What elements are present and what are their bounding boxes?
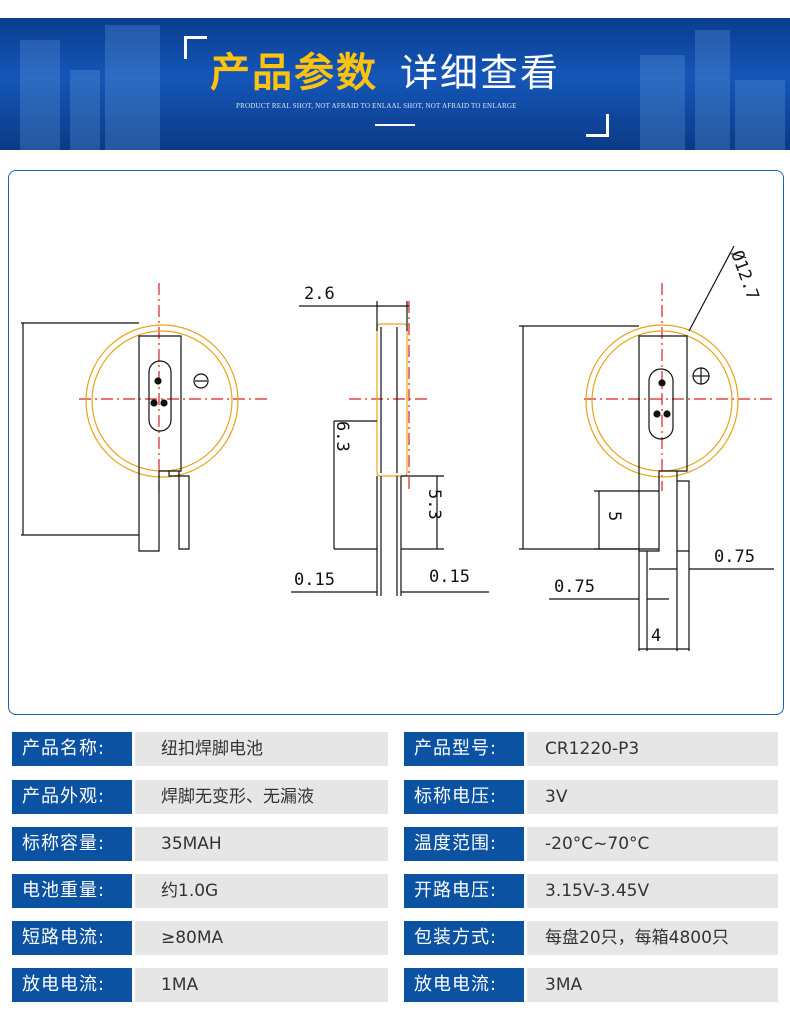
spec-value: 3MA — [527, 968, 778, 1002]
spec-value: 纽扣焊脚电池 — [135, 732, 388, 766]
back-pin-length-label: 5 — [604, 511, 624, 521]
spec-label: 放电电流: — [12, 968, 132, 1002]
spec-value: 3.15V-3.45V — [527, 874, 778, 908]
spec-label: 标称容量: — [12, 827, 132, 861]
back-diameter-label: Ø12.7 — [726, 248, 762, 303]
side-top-width-label: 2.6 — [304, 284, 335, 304]
skyline-building — [20, 40, 60, 150]
side-pin-short-label: 5.3 — [424, 489, 444, 520]
spec-label: 标称电压: — [404, 780, 524, 814]
spec-label: 开路电压: — [404, 874, 524, 908]
side-pin-thickness-left-label: 0.15 — [294, 570, 335, 590]
spec-row: 标称容量: 35MAH 温度范围: -20°C~70°C — [0, 827, 790, 861]
spec-value: 1MA — [135, 968, 388, 1002]
spec-value: 焊脚无变形、无漏液 — [135, 780, 388, 814]
back-pitch-label: 4 — [651, 626, 661, 646]
spec-row: 产品外观: 焊脚无变形、无漏液 标称电压: 3V — [0, 780, 790, 814]
spec-row: 短路电流: ≥80MA 包装方式: 每盘20只，每箱4800只 — [0, 921, 790, 955]
corner-bracket-bottom-right — [586, 114, 609, 137]
spec-label: 产品名称: — [12, 732, 132, 766]
spec-value: 每盘20只，每箱4800只 — [527, 921, 778, 955]
spec-label: 产品外观: — [12, 780, 132, 814]
page-title-highlight: 产品参数 — [210, 50, 378, 96]
page-subtitle: PRODUCT REAL SHOT, NOT AFRAID TO ENLAAL … — [236, 102, 517, 110]
spec-value: 35MAH — [135, 827, 388, 861]
corner-bracket-top-left — [184, 36, 207, 59]
spec-label: 电池重量: — [12, 874, 132, 908]
spec-value: 3V — [527, 780, 778, 814]
page-title-rest: 详细查看 — [400, 51, 561, 95]
back-view: Ø12.7 19 5 0.75 0.75 4 — [519, 245, 774, 651]
skyline-building — [105, 25, 160, 150]
spec-value: 约1.0G — [135, 874, 388, 908]
spec-label: 包装方式: — [404, 921, 524, 955]
spec-value: CR1220-P3 — [527, 732, 778, 766]
back-pin-width-left-label: 0.75 — [554, 577, 595, 597]
spec-label: 放电电流: — [404, 968, 524, 1002]
side-pin-thickness-right-label: 0.15 — [429, 567, 470, 587]
front-view: 18 — [21, 283, 271, 552]
skyline-building — [735, 80, 785, 150]
spec-label: 产品型号: — [404, 732, 524, 766]
side-pin-long-label: 6.3 — [332, 421, 352, 452]
dimension-drawing: 18 2.6 6.3 — [21, 245, 774, 651]
spec-value: -20°C~70°C — [527, 827, 778, 861]
skyline-building — [695, 30, 730, 150]
header-banner: 产品参数 详细查看 PRODUCT REAL SHOT, NOT AFRAID … — [0, 18, 790, 150]
side-view: 2.6 6.3 5.3 0.15 0.15 — [291, 284, 489, 596]
title-underline — [375, 124, 415, 126]
back-pin-width-right-label: 0.75 — [714, 547, 755, 567]
skyline-building — [640, 55, 685, 150]
spec-label: 温度范围: — [404, 827, 524, 861]
spec-value: ≥80MA — [135, 921, 388, 955]
spec-row: 电池重量: 约1.0G 开路电压: 3.15V-3.45V — [0, 874, 790, 908]
spec-label: 短路电流: — [12, 921, 132, 955]
dimension-drawing-panel: 18 2.6 6.3 — [8, 170, 784, 715]
skyline-building — [70, 70, 100, 150]
spec-row: 产品名称: 纽扣焊脚电池 产品型号: CR1220-P3 — [0, 732, 790, 766]
spec-row: 放电电流: 1MA 放电电流: 3MA — [0, 968, 790, 1002]
